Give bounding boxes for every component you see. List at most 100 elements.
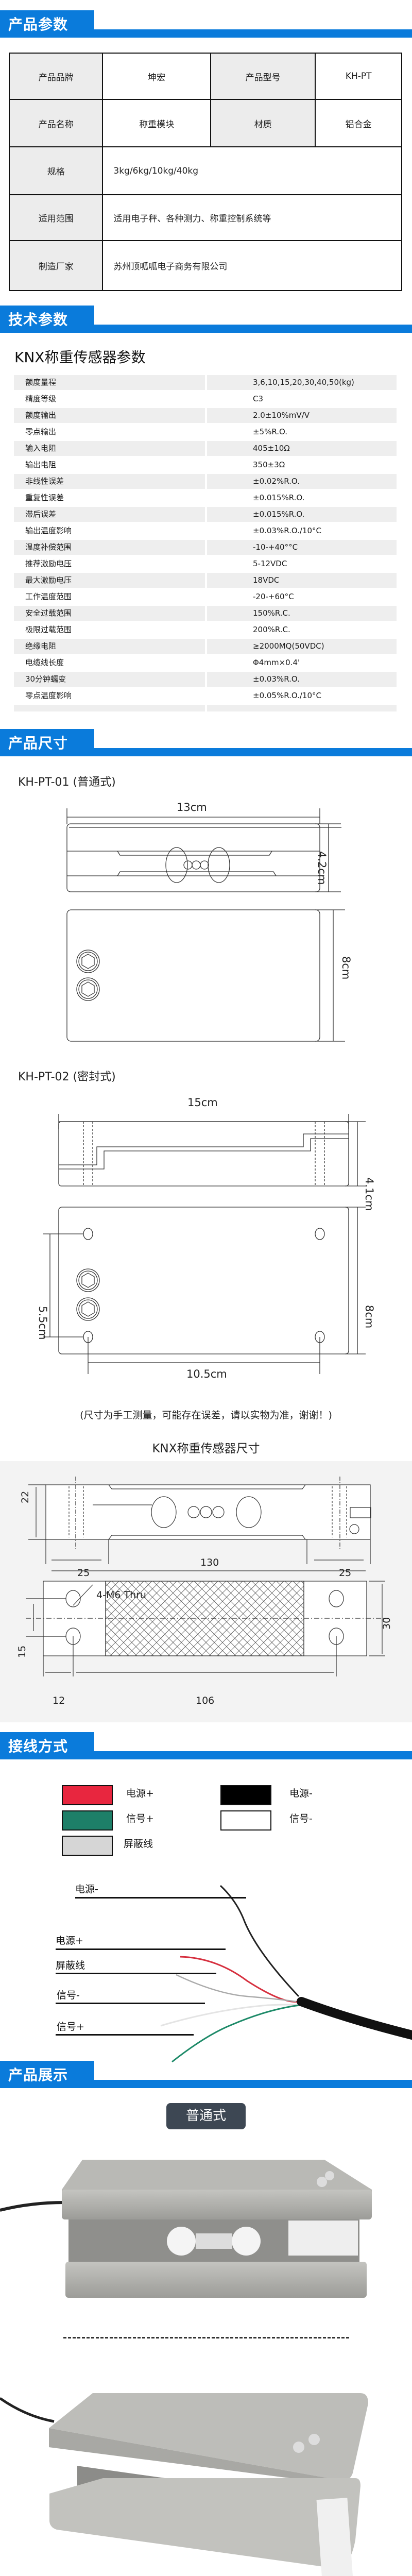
spec-value: 150%R.C. <box>207 606 397 621</box>
value-cell: 适用电子秤、各种测力、称重控制系统等 <box>102 194 402 241</box>
table-row: 产品名称 称重模块 材质 铝合金 <box>8 99 402 147</box>
spec-row: 非线性误差±0.02%R.O. <box>14 474 397 490</box>
value-cell: 3kg/6kg/10kg/40kg <box>102 146 402 195</box>
wire-label-power-minus: 电源- <box>75 1884 98 1895</box>
table-row: 制造厂家 苏州顶呱呱电子商务有限公司 <box>8 240 402 291</box>
sensor-thru-label: 4-M6 Thru <box>96 1589 146 1601</box>
pt02-height-label: 4.1cm <box>363 1177 375 1211</box>
leader-line <box>56 2003 205 2004</box>
spec-name: 绝缘电阻 <box>14 639 205 654</box>
section-header-tech: 技术参数 <box>0 306 412 333</box>
spec-value: ±0.015%R.O. <box>207 507 397 522</box>
label-cell: 产品品牌 <box>8 53 104 100</box>
spec-name: 额度输出 <box>14 408 205 423</box>
label-cell: 产品型号 <box>210 53 316 100</box>
spec-name: 输出温度影响 <box>25 526 72 535</box>
legend-label: 电源- <box>289 1788 313 1799</box>
spec-row: 零点温度影响±0.05%R.O./10°C <box>14 688 397 705</box>
table-row: 适用范围 适用电子秤、各种测力、称重控制系统等 <box>8 194 402 241</box>
wire-label-signal-plus: 信号+ <box>57 2021 84 2032</box>
pt02-hole-offset-label: 5.5cm <box>37 1306 49 1340</box>
wire-label-signal-minus: 信号- <box>57 1990 80 2001</box>
spec-name: 零点温度影响 <box>25 691 72 700</box>
legend-label: 信号- <box>289 1813 313 1824</box>
header-bar <box>0 1751 412 1759</box>
legend-label: 电源+ <box>126 1788 154 1799</box>
spec-row: 30分钟蠕变±0.03%R.O. <box>14 672 397 688</box>
spec-name: 安全过载范围 <box>14 606 205 621</box>
spec-value: ±0.02%R.O. <box>207 474 397 489</box>
spec-row: 滞后误差±0.015%R.O. <box>14 507 397 523</box>
swatch-shield <box>62 1836 113 1856</box>
product-photo-standard-front <box>0 2160 372 2298</box>
basic-params-table: 产品品牌 坤宏 产品型号 KH-PT 产品名称 称重模块 材质 铝合金 规格 3… <box>8 53 402 291</box>
pt01-title: KH-PT-01 (普通式) <box>18 776 116 789</box>
spec-name: 滞后误差 <box>14 507 205 522</box>
label-cell: 制造厂家 <box>8 240 104 291</box>
legend-label: 信号+ <box>126 1813 154 1824</box>
leader-line <box>56 1973 216 1974</box>
swatch-power-minus <box>220 1785 271 1805</box>
spec-value: 405±10Ω <box>207 441 397 456</box>
spec-value: ±0.03%R.O./10°C <box>253 526 321 535</box>
spec-name: 推荐激励电压 <box>25 559 72 568</box>
spec-value: ±0.015%R.O. <box>253 493 305 502</box>
leader-line <box>56 2034 194 2036</box>
pt01-height-label: 4.2cm <box>316 851 328 885</box>
spec-value: ±0.03%R.O. <box>207 672 397 687</box>
section-header-wiring: 接线方式 <box>0 1732 412 1759</box>
spec-value: -20-+60°C <box>253 592 294 601</box>
spec-value <box>207 705 397 711</box>
section-title: 产品展示 <box>8 2066 68 2083</box>
value-cell: 铝合金 <box>315 99 402 147</box>
spec-title: KNX称重传感器参数 <box>14 349 146 366</box>
spec-row: 重复性误差 ±0.015%R.O. <box>14 490 397 507</box>
table-row: 规格 3kg/6kg/10kg/40kg <box>8 146 402 195</box>
sensor-size-title: KNX称重传感器尺寸 <box>152 1442 260 1455</box>
header-bar <box>0 325 412 333</box>
spec-value: -10-+40°°C <box>207 540 397 555</box>
header-bar <box>0 2080 412 2088</box>
sensor-height-label: 22 <box>20 1490 31 1503</box>
spec-value: ±5%R.O. <box>253 427 287 436</box>
sensor-edge-label: 12 <box>53 1695 65 1706</box>
pt01-depth-label: 8cm <box>340 956 352 980</box>
product-photo-standard-perspective <box>0 2393 368 2576</box>
wire-label-shield: 屏蔽线 <box>56 1960 85 1971</box>
swatch-power-plus <box>62 1785 113 1805</box>
badge-standard: 普通式 <box>166 2103 246 2129</box>
spec-name: 极限过载范围 <box>25 625 72 634</box>
swatch-signal-minus <box>220 1810 271 1831</box>
label-cell: 适用范围 <box>8 194 104 241</box>
spec-row: 零点输出 ±5%R.O. <box>14 425 397 441</box>
divider <box>63 2337 349 2338</box>
sensor-right-label: 25 <box>339 1567 352 1579</box>
value-cell: 苏州顶呱呱电子商务有限公司 <box>102 240 402 291</box>
spec-name: 30分钟蠕变 <box>14 672 205 687</box>
spec-name: 输入电阻 <box>14 441 205 456</box>
leader-line <box>56 1948 226 1950</box>
spec-name: 温度补偿范围 <box>14 540 205 555</box>
spec-row: 极限过载范围 200%R.C. <box>14 622 397 639</box>
spec-name <box>14 705 205 711</box>
spec-value: 5-12VDC <box>253 559 287 568</box>
value-cell: 称重模块 <box>102 99 211 147</box>
spec-name: 零点输出 <box>25 427 57 436</box>
spec-name: 重复性误差 <box>25 493 64 502</box>
spec-name: 最大激励电压 <box>14 573 205 588</box>
pt02-spacing-label: 10.5cm <box>186 1368 227 1380</box>
spec-value: 200%R.C. <box>253 625 290 634</box>
sensor-length-label: 130 <box>200 1557 219 1568</box>
section-header-params: 产品参数 <box>0 10 412 38</box>
pt02-depth-label: 8cm <box>363 1305 375 1329</box>
pt02-width-label: 15cm <box>187 1096 218 1109</box>
measurement-note: (尺寸为手工测量，可能存在误差，请以实物为准，谢谢！) <box>80 1410 332 1421</box>
spec-row: 推荐激励电压 5-12VDC <box>14 556 397 573</box>
header-bar <box>0 29 412 38</box>
